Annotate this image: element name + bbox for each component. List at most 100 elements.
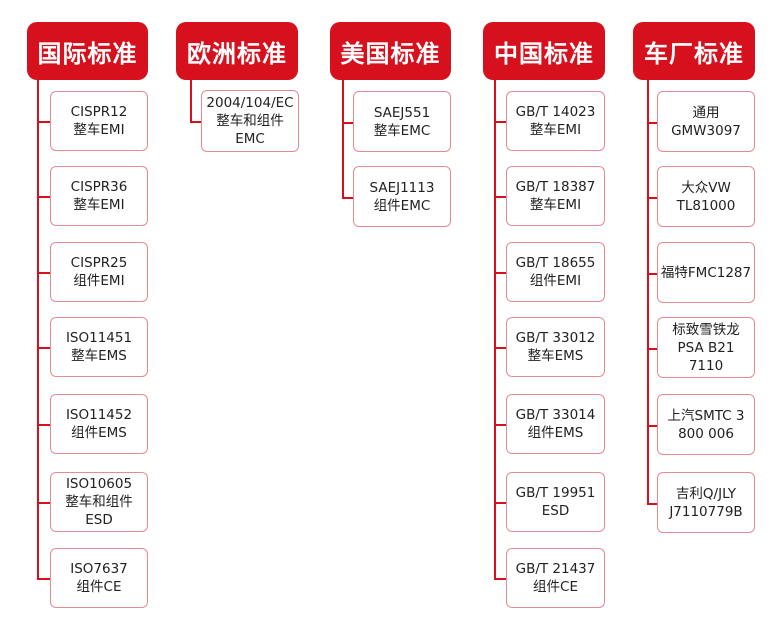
standard-box: GB/T 21437 组件CE xyxy=(506,548,605,608)
standard-box-line: 组件CE xyxy=(76,579,122,595)
connector-branch xyxy=(494,272,507,274)
standard-box-line: CISPR25 xyxy=(70,255,128,271)
standard-box-line: 上汽SMTC 3 xyxy=(667,407,745,424)
standard-box-line: 整车EMI xyxy=(529,122,582,138)
column-header: 车厂标准 xyxy=(633,22,755,80)
standard-box: CISPR12 整车EMI xyxy=(50,91,148,151)
standard-box: GB/T 18387 整车EMI xyxy=(506,166,605,226)
standard-box-line: ISO7637 xyxy=(70,561,128,577)
connector-branch xyxy=(647,272,658,275)
standard-box: ISO11452 组件EMS xyxy=(50,394,148,454)
standard-box: GB/T 14023 整车EMI xyxy=(506,91,605,151)
connector-branch xyxy=(190,121,202,123)
connector-branch xyxy=(494,196,507,198)
standard-box: 福特FMC1287 xyxy=(657,242,755,303)
standard-box: 2004/104/EC 整车和组件 EMC xyxy=(201,90,299,152)
standard-box-line: EMC xyxy=(235,131,265,147)
connector-branch xyxy=(647,347,658,350)
standard-box-line: 7110 xyxy=(688,357,724,374)
standard-box-line: 组件EMS xyxy=(527,425,584,441)
column-header: 欧洲标准 xyxy=(176,22,298,80)
standard-box: ISO7637 组件CE xyxy=(50,548,148,608)
standard-box-line: GB/T 33014 xyxy=(515,407,596,423)
standard-box-line: 2004/104/EC xyxy=(206,95,294,111)
standard-box-line: 组件EMC xyxy=(373,197,431,214)
standard-box-line: GMW3097 xyxy=(671,122,741,139)
standard-box-line: 整车EMI xyxy=(529,197,582,213)
connector-branch xyxy=(342,121,354,124)
standard-box: ISO10605 整车和组件 ESD xyxy=(50,472,148,532)
connector-trunk xyxy=(342,80,344,198)
standard-box-line: 标致雪铁龙 xyxy=(672,321,740,338)
standard-box-line: GB/T 21437 xyxy=(515,561,596,577)
standard-box-line: J7110779B xyxy=(669,503,743,520)
standard-box-line: 整车EMS xyxy=(71,348,127,364)
standard-box: ISO11451 整车EMS xyxy=(50,317,148,377)
connector-trunk xyxy=(37,80,39,579)
standard-box-line: 整车EMC xyxy=(373,122,431,139)
standard-box-line: 组件EMI xyxy=(73,273,125,289)
standard-box-line: CISPR36 xyxy=(70,179,128,195)
standard-box-line: 整车EMI xyxy=(73,122,125,138)
standard-box-line: 组件EMI xyxy=(529,273,582,289)
standard-box-line: 大众VW xyxy=(681,179,731,196)
connector-branch xyxy=(647,121,658,124)
standard-box-line: 整车EMS xyxy=(527,348,584,364)
connector-trunk xyxy=(190,80,192,122)
connector-branch xyxy=(647,502,658,505)
connector-branch xyxy=(494,121,507,123)
column-header: 中国标准 xyxy=(483,22,605,80)
standard-box-line: 800 006 xyxy=(678,425,734,442)
connector-trunk xyxy=(494,80,496,579)
connector-branch xyxy=(647,424,658,427)
standard-box-line: 整车和组件 xyxy=(216,113,284,129)
standard-box-line: 福特FMC1287 xyxy=(660,264,752,281)
connector-branch xyxy=(37,272,51,274)
standard-box-line: ISO11452 xyxy=(65,407,133,423)
standard-box-line: PSA B21 xyxy=(677,339,735,356)
standard-box-line: 整车EMI xyxy=(73,197,125,213)
standard-box-line: SAEJ551 xyxy=(373,104,431,121)
connector-trunk xyxy=(647,80,649,504)
standard-box-line: ISO11451 xyxy=(65,330,133,346)
standard-box: GB/T 18655 组件EMI xyxy=(506,242,605,302)
standard-box-line: 通用 xyxy=(692,104,720,121)
column-header: 国际标准 xyxy=(27,22,148,80)
standard-box-line: SAEJ1113 xyxy=(369,179,435,196)
connector-branch xyxy=(494,347,507,349)
column-header: 美国标准 xyxy=(330,22,451,80)
standard-box-line: GB/T 14023 xyxy=(515,104,596,120)
standard-box-line: ESD xyxy=(85,512,113,528)
connector-branch xyxy=(37,347,51,349)
standard-box: GB/T 33012 整车EMS xyxy=(506,317,605,377)
standard-box-line: 组件EMS xyxy=(71,425,127,441)
standard-box: CISPR25 组件EMI xyxy=(50,242,148,302)
standard-box: GB/T 33014 组件EMS xyxy=(506,394,605,454)
standard-box: CISPR36 整车EMI xyxy=(50,166,148,226)
connector-branch xyxy=(37,121,51,123)
standard-box-line: 组件CE xyxy=(533,579,578,595)
standard-box-line: 吉利Q/JLY xyxy=(675,485,737,502)
standard-box-line: GB/T 18387 xyxy=(515,179,596,195)
connector-branch xyxy=(647,196,658,199)
standard-box-line: ISO10605 xyxy=(65,476,133,492)
standard-box-line: GB/T 18655 xyxy=(515,255,596,271)
standard-box-line: GB/T 33012 xyxy=(515,330,596,346)
connector-branch xyxy=(342,196,354,199)
standard-box-line: ESD xyxy=(541,503,570,519)
connector-branch xyxy=(37,578,51,580)
standard-box-line: CISPR12 xyxy=(70,104,128,120)
standard-box-line: 整车和组件 xyxy=(65,494,133,510)
connector-branch xyxy=(37,196,51,198)
connector-branch xyxy=(37,424,51,426)
connector-branch xyxy=(494,502,507,504)
connector-branch xyxy=(494,424,507,426)
